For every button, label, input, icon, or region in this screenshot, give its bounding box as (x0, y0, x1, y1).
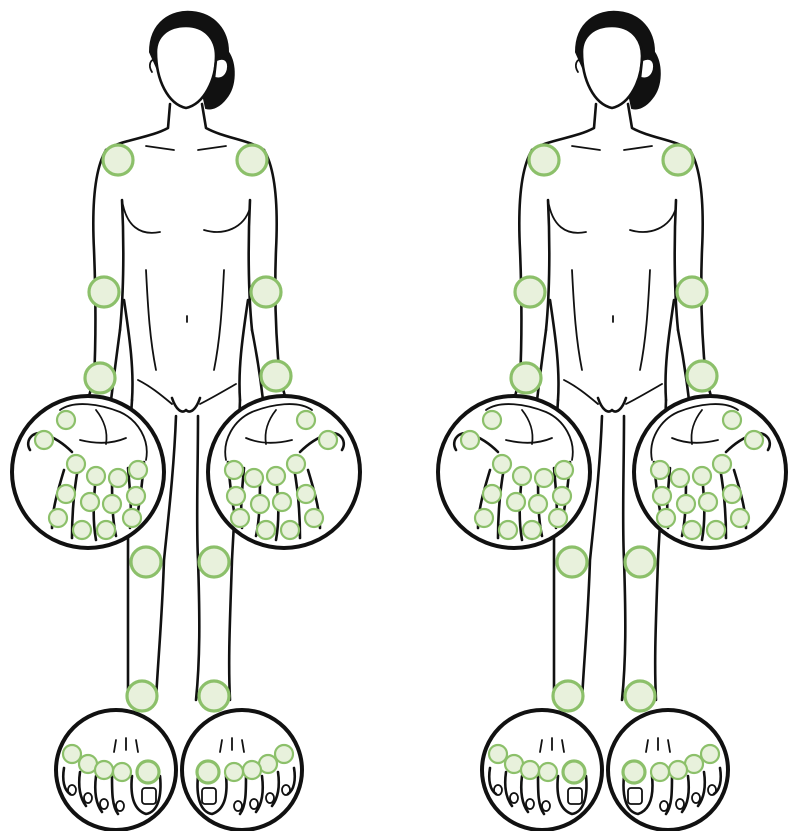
left-figure (12, 12, 360, 830)
right-figure (438, 12, 786, 830)
left-figure-joint-markers (35, 145, 337, 783)
right-figure-joint-markers (461, 145, 763, 783)
